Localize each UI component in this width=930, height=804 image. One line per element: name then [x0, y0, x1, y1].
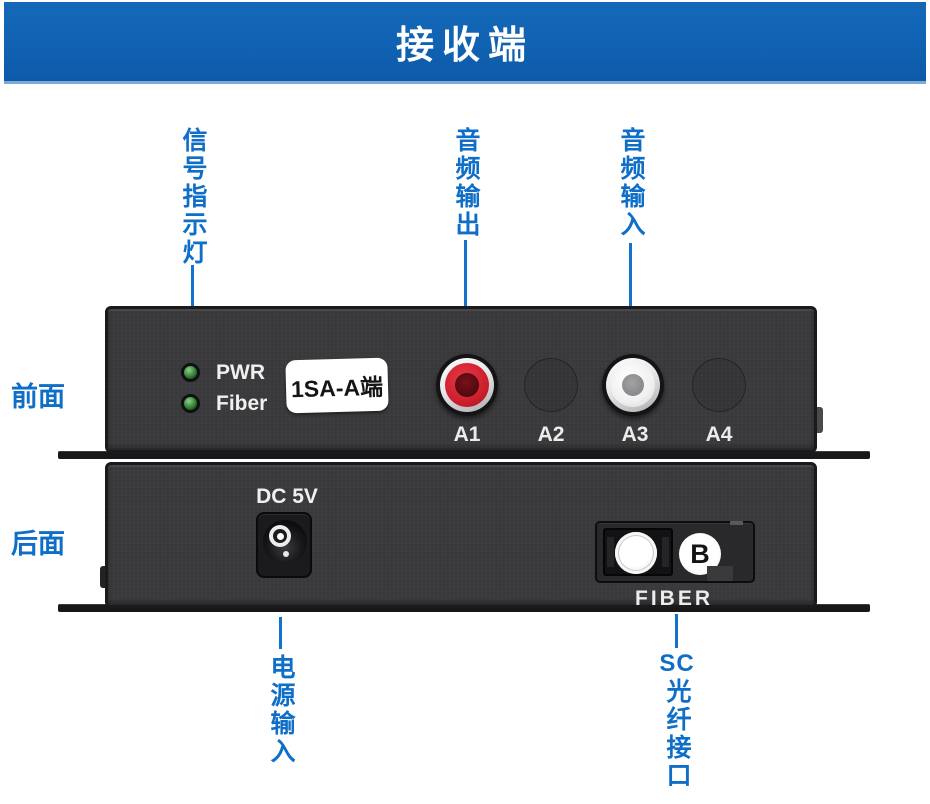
back-view-label: 后面 [11, 529, 65, 559]
dc-5v-label: DC 5V [256, 485, 318, 508]
port-label-a2: A2 [537, 423, 565, 446]
pwr-led-label: PWR [216, 361, 265, 384]
page-title: 接收端 [395, 25, 534, 67]
callout-line-sc-fiber [675, 614, 678, 648]
callout-audio-input-label: 音频输入 [617, 127, 645, 239]
port-label-a3: A3 [621, 423, 649, 446]
front-view-label: 前面 [11, 382, 65, 412]
blank-port-a2 [524, 358, 578, 412]
rca-a1-metal-ring [440, 358, 494, 412]
rca-a3-white-core [611, 363, 655, 407]
dc-jack-pin [276, 532, 284, 540]
sc-prefix-text: SC [659, 650, 695, 677]
rca-a1-red-core [445, 363, 489, 407]
front-panel-mounting-flange [58, 451, 870, 459]
callout-line-audio-input [629, 243, 632, 350]
dc-jack-dot [283, 551, 289, 557]
sc-housing-rail-right [662, 537, 669, 567]
fiber-led-label: Fiber [216, 392, 268, 415]
rca-a3-hole [622, 374, 644, 396]
sc-fiber-ferrule [615, 532, 657, 574]
fiber-port-label: FIBER [635, 587, 713, 610]
rca-a1-hole [455, 373, 479, 397]
callout-signal-indicator-label: 信号指示灯 [179, 127, 207, 267]
sc-housing-rail-left [607, 537, 614, 567]
dc-power-jack [256, 512, 312, 578]
callout-power-input-label: 电源输入 [267, 654, 295, 766]
callout-line-power-input [279, 617, 282, 649]
fiber-port-notch [730, 521, 743, 525]
dc-jack-ring [269, 525, 291, 547]
callout-sc-fiber-label: SC 光纤接口 [659, 650, 695, 790]
callout-line-audio-output [464, 240, 467, 347]
sc-fiber-text: 光纤接口 [663, 678, 691, 790]
blank-port-a4 [692, 358, 746, 412]
rca-a3-metal-ring [606, 358, 660, 412]
model-name-plate: 1SA-A端 [285, 357, 389, 414]
port-label-a4: A4 [705, 423, 733, 446]
model-name-text: 1SA-A端 [290, 373, 384, 402]
fiber-port-b-letter: B [690, 538, 710, 569]
pwr-led-indicator [181, 363, 200, 382]
port-label-a1: A1 [453, 423, 481, 446]
dc-jack-inner [273, 529, 287, 543]
back-panel-mounting-flange [58, 604, 870, 612]
sc-fiber-port: B [595, 521, 755, 583]
rca-jack-a3-white [602, 354, 664, 416]
fiber-port-b-badge: B [679, 533, 721, 575]
fiber-led-indicator [181, 394, 200, 413]
fiber-port-detail-square [707, 566, 733, 581]
header-banner: 接收端 [4, 2, 926, 84]
rca-jack-a1-red [436, 354, 498, 416]
callout-audio-output-label: 音频输出 [452, 127, 480, 239]
